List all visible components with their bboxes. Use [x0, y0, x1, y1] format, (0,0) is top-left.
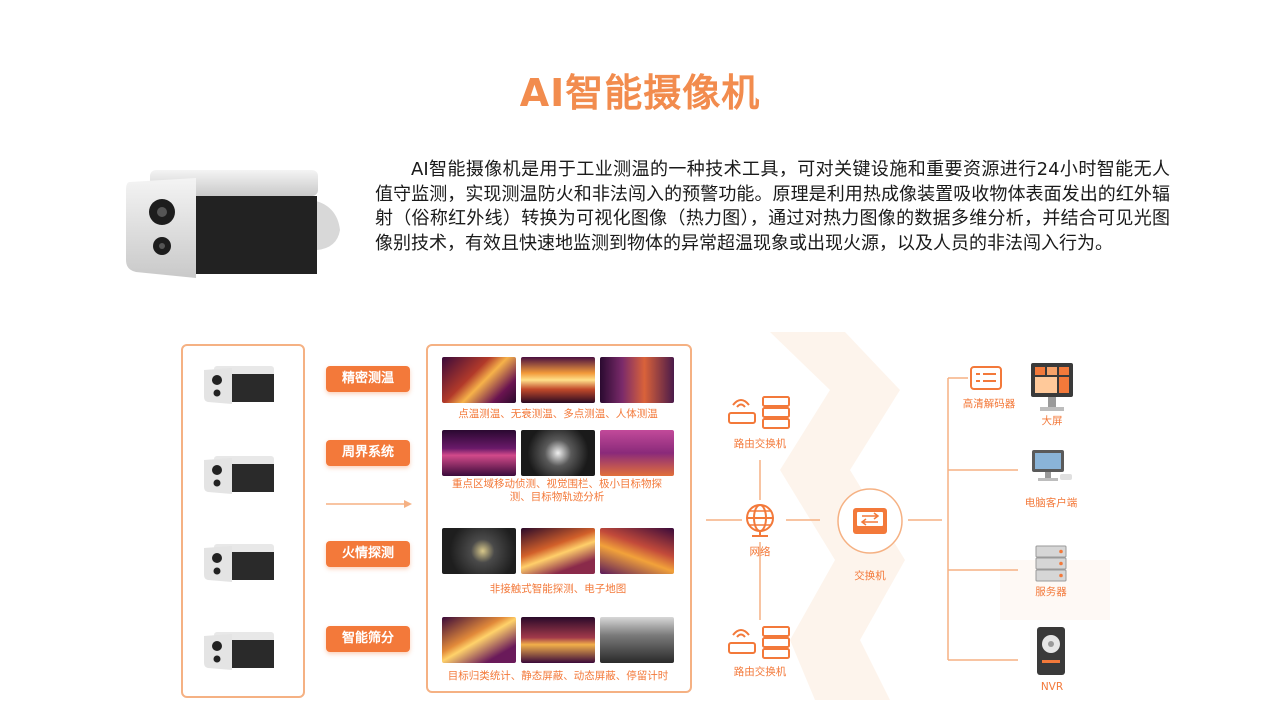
- feature-caption: 点温测温、无衰测温、多点测温、人体测温: [458, 408, 658, 420]
- thermal-image: [521, 430, 595, 476]
- feature-caption: 非接触式智能探测、电子地图: [489, 583, 627, 595]
- thermal-image: [600, 430, 674, 476]
- feature-label-fire-detection: 火情探测: [326, 541, 410, 567]
- thermal-image: [442, 430, 516, 476]
- camera-icon: [204, 366, 274, 404]
- thermal-image: [521, 528, 595, 574]
- router-icon: [728, 626, 790, 659]
- description-paragraph: AI智能摄像机是用于工业测温的一种技术工具，可对关键设施和重要资源进行24小时智…: [375, 159, 1170, 254]
- router-icon: [728, 396, 790, 429]
- camera-icon: [204, 632, 274, 670]
- thermal-image: [600, 528, 674, 574]
- camera-product-image: [126, 170, 340, 278]
- router-label: 路由交换机: [733, 438, 787, 450]
- router-label: 路由交换机: [733, 666, 787, 678]
- page-title: AI智能摄像机: [519, 71, 761, 115]
- computer-client-label: 电脑客户端: [1024, 497, 1078, 509]
- camera-icon: [204, 456, 274, 494]
- feature-caption: 重点区域移动侦测、视觉围栏、极小目标物探测、目标物轨迹分析: [452, 478, 662, 503]
- thermal-image: [442, 357, 516, 403]
- feature-label-perimeter: 周界系统: [326, 440, 410, 466]
- switch-icon: [837, 488, 903, 554]
- thermal-image: [521, 617, 595, 663]
- thermal-image: [521, 357, 595, 403]
- server-icon: [1035, 545, 1067, 582]
- globe-icon: [746, 504, 774, 537]
- nvr-label: NVR: [1040, 681, 1064, 693]
- feature-caption: 目标归类统计、静态屏蔽、动态屏蔽、停留计时: [447, 670, 669, 682]
- camera-icon: [204, 544, 274, 582]
- thermal-image: [442, 617, 516, 663]
- big-screen-icon: [1031, 363, 1073, 411]
- thermal-image: [600, 357, 674, 403]
- computer-icon: [1032, 450, 1072, 481]
- feature-label-smart-filter: 智能筛分: [326, 626, 410, 652]
- big-screen-label: 大屏: [1041, 415, 1063, 427]
- network-label: 网络: [749, 546, 771, 558]
- thermal-image: [442, 528, 516, 574]
- thermal-image: [600, 617, 674, 663]
- nvr-disk-icon: [1037, 627, 1065, 675]
- feature-label-precise-temp: 精密测温: [326, 366, 410, 392]
- server-label: 服务器: [1035, 586, 1067, 598]
- switch-label: 交换机: [854, 570, 886, 582]
- decoder-label: 高清解码器: [962, 398, 1016, 410]
- decoder-icon: [970, 366, 1002, 390]
